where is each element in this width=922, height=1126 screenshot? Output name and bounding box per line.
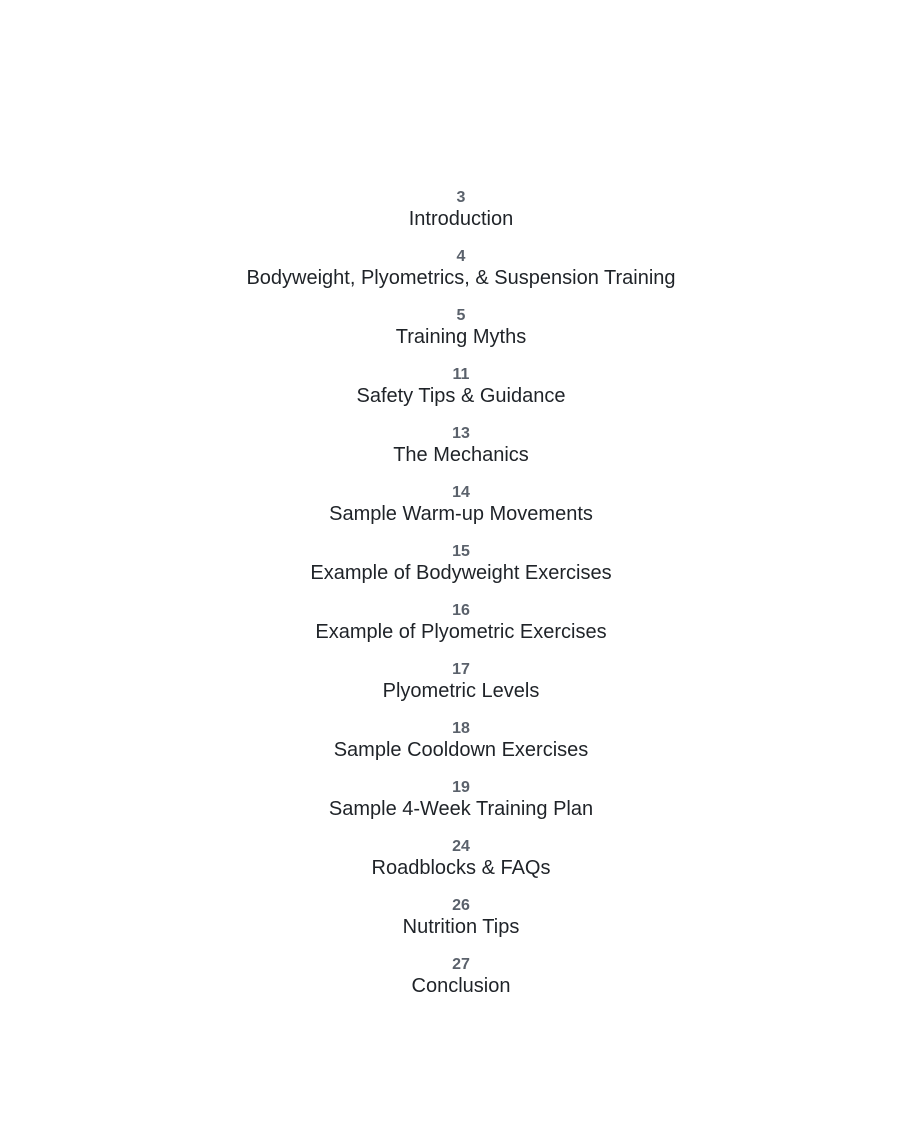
toc-entry-title: Safety Tips & Guidance	[356, 385, 566, 407]
toc-page-number: 27	[452, 956, 470, 973]
toc-entry-title: Sample Warm-up Movements	[329, 503, 593, 525]
toc-page-number: 11	[452, 366, 470, 383]
toc-page-number: 24	[452, 838, 470, 855]
toc-page-number: 15	[452, 543, 470, 560]
toc-page-number: 13	[452, 425, 470, 442]
toc-page-number: 26	[452, 897, 470, 914]
toc-entry-title: Nutrition Tips	[402, 916, 520, 938]
toc-page-number: 3	[456, 189, 466, 206]
toc-entry-title: Bodyweight, Plyometrics, & Suspension Tr…	[246, 267, 676, 289]
toc-entry-title: Example of Plyometric Exercises	[315, 621, 607, 643]
toc-page-number: 19	[452, 779, 470, 796]
toc-page-number: 4	[456, 248, 466, 265]
toc-entry-title: Example of Bodyweight Exercises	[310, 562, 612, 584]
toc-page-number: 18	[452, 720, 470, 737]
toc-page-number: 16	[452, 602, 470, 619]
toc-page-number: 17	[452, 661, 470, 678]
toc-entry-title: Sample 4-Week Training Plan	[328, 798, 594, 820]
toc-entry-title: The Mechanics	[393, 444, 529, 466]
toc-entry-title: Training Myths	[395, 326, 527, 348]
toc-entry-title: Introduction	[408, 208, 514, 230]
toc-page-number: 14	[452, 484, 470, 501]
toc-entry-title: Roadblocks & FAQs	[371, 857, 551, 879]
toc-page-number: 5	[456, 307, 466, 324]
toc-entry-title: Conclusion	[411, 975, 511, 997]
toc-entry-title: Sample Cooldown Exercises	[333, 739, 589, 761]
toc-entry-title: Plyometric Levels	[382, 680, 540, 702]
